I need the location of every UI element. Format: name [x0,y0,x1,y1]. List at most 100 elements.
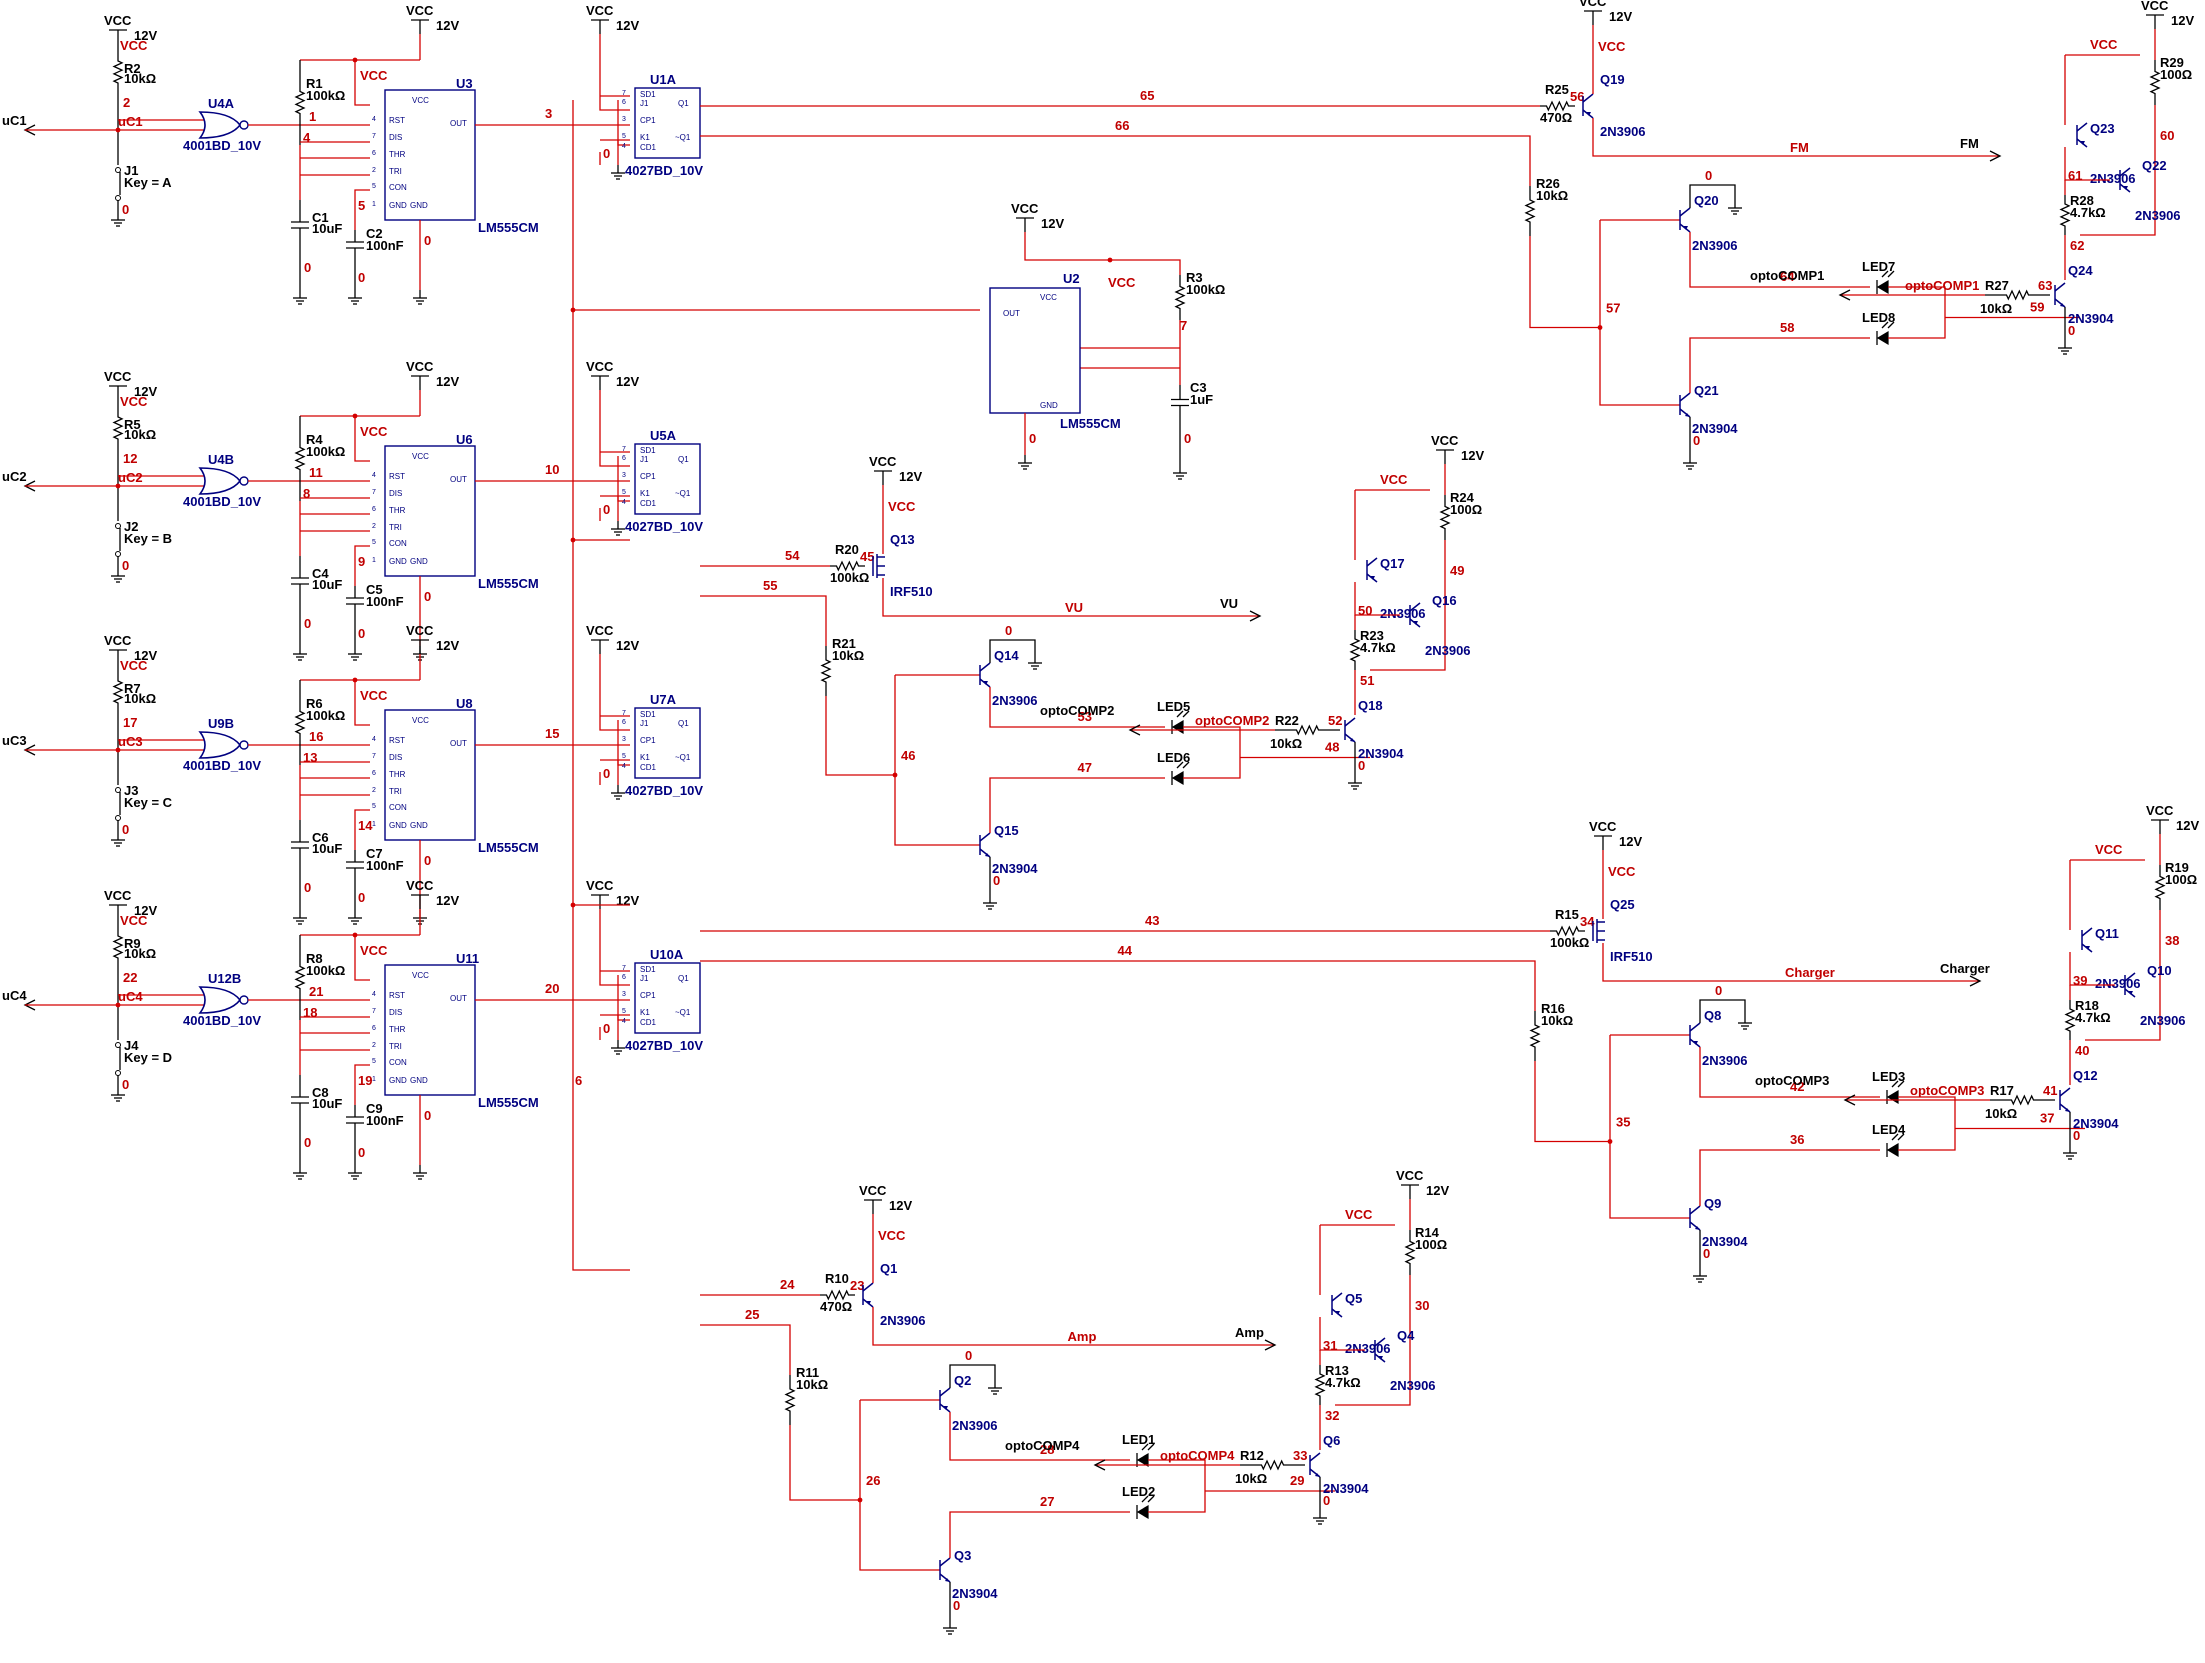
opto-port-label: optoCOMP2 [1040,703,1114,718]
net-label: 0 [424,589,431,604]
transistor-type: 2N3904 [1702,1234,1748,1249]
wire [789,1425,860,1501]
switch-label: J4 [124,1038,139,1053]
net-label: 51 [1360,673,1374,688]
led [1136,1452,1149,1468]
net-label: 0 [603,766,610,781]
input-net-label: uC4 [118,989,143,1004]
output-net-label: Charger [1785,965,1835,980]
wire [1699,1149,1880,1206]
wire [1534,1061,1610,1143]
wire [989,687,1165,728]
jk-flip-flop [634,443,701,515]
resistor-label: R5 [124,417,141,432]
vcc-voltage: 12V [616,893,639,908]
jk-flip-flop [634,962,701,1034]
resistor-label: R23 [1360,628,1384,643]
vcc-label: VCC [1011,201,1039,216]
transistor-type: 2N3906 [952,1418,998,1433]
input-net-label: uC2 [118,470,143,485]
ff-pin-label: ~Q1 [675,1008,691,1017]
timer-pin-label: OUT [450,119,467,128]
ff-pin-label: CD1 [640,1018,657,1027]
net-label: 29 [1290,1473,1304,1488]
vcc-net-label: VCC [120,394,148,409]
resistor-label: R10 [825,1271,849,1286]
junction-dot [1597,325,1603,330]
wire [894,675,980,846]
net-label: 61 [2068,168,2082,183]
timer-pin-label: VCC [412,716,429,725]
ff-pin-label: CD1 [640,763,657,772]
net-label: 11 [309,465,323,480]
wire [1898,1096,1956,1151]
input-port-label: uC4 [2,988,27,1003]
transistor-label: Q23 [2090,121,2115,136]
ff-pin-label: K1 [640,133,650,142]
transistor-label: Q8 [1704,1008,1721,1023]
input-port-label: uC1 [2,113,27,128]
net-label: 60 [2160,128,2174,143]
timer-pin-label: OUT [450,994,467,1003]
key-switch [115,551,121,557]
net-label: 52 [1328,713,1342,728]
resistor-label: R17 [1990,1083,2014,1098]
resistor-value: 10kΩ [1980,301,2012,316]
wire [1888,286,1946,339]
transistor-type: 2N3906 [2090,171,2136,186]
timer-pin-label: CON [389,1058,407,1067]
net-label: 0 [304,1135,311,1150]
ff-type: 4027BD_10V [625,783,703,798]
timer-pin-label: THR [389,150,406,159]
net-label: 43 [1145,913,1159,928]
nor-gate [198,731,242,759]
opto-net-label: optoCOMP4 [1160,1448,1235,1463]
timer-pin-label: OUT [1003,309,1020,318]
transistor-type: 2N3906 [2135,208,2181,223]
resistor-label: R29 [2160,55,2184,70]
timer-pin-number: 5 [372,803,376,810]
pnp-transistor [1689,1022,1701,1032]
resistor [830,560,865,572]
timer-pin-number: 2 [372,167,376,174]
opto-port-label: optoCOMP3 [1755,1073,1829,1088]
resistor [820,646,832,696]
vcc-label: VCC [586,359,614,374]
wire [859,1400,940,1571]
ff-pin-number: 7 [622,710,626,717]
vcc-voltage: 12V [436,18,459,33]
resistor [1990,1094,2055,1106]
ff-pin-label: K1 [640,753,650,762]
resistor-label: R9 [124,936,141,951]
vcc-label: VCC [586,878,614,893]
vcc-label: VCC [104,633,132,648]
resistor-label: R3 [1186,270,1203,285]
ff-pin-number: 4 [622,499,626,506]
ff-pin-label: J1 [640,455,649,464]
ff-pin-number: 3 [622,472,626,479]
nor-gate-bubble [239,476,249,486]
timer-pin-number: 4 [372,472,376,479]
net-label: 65 [1140,88,1154,103]
vcc-net-label: VCC [1345,1207,1373,1222]
npn-transistor [1350,738,1355,742]
net-label: 0 [953,1598,960,1613]
led [1176,761,1184,769]
net-label: 34 [1580,914,1595,929]
npn-transistor [1685,413,1690,417]
transistor-type: 2N3906 [2095,976,2141,991]
port-arrow [1969,975,1982,987]
resistor [1439,495,1451,540]
net-label: 0 [1693,433,1700,448]
input-port-label: uC3 [2,733,27,748]
key-switch [115,195,121,201]
wire [1699,1047,1880,1098]
net-label: 0 [122,1077,129,1092]
led-label: LED3 [1872,1069,1905,1084]
ff-label: U7A [650,692,677,707]
vcc-voltage: 12V [616,18,639,33]
timer-pin-label: RST [389,991,405,1000]
timer-pin-label: GND [410,1076,428,1085]
gate-type: 4001BD_10V [183,1013,261,1028]
net-label: 0 [1715,983,1722,998]
